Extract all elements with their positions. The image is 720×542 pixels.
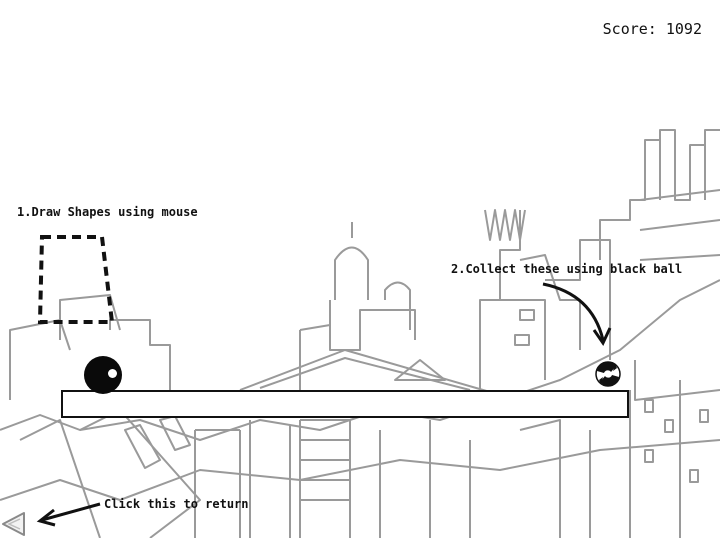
left-triangle-arrow-icon — [2, 512, 25, 536]
back-button[interactable] — [0, 510, 28, 538]
ground-platform — [61, 390, 629, 418]
score-display: Score: 1092 — [603, 20, 702, 38]
score-label: Score: — [602, 20, 657, 38]
player-ball — [84, 356, 122, 394]
ball-highlight — [108, 369, 117, 378]
return-instruction: Click this to return — [104, 497, 249, 511]
collect-instruction: 2.Collect these using black ball — [451, 262, 683, 276]
arrow-to-collectible — [542, 282, 605, 341]
draw-instruction: 1.Draw Shapes using mouse — [17, 205, 198, 219]
spinning-disc-icon — [595, 361, 621, 387]
arrow-to-back-button — [41, 502, 101, 522]
dashed-drawn-shape — [37, 235, 115, 324]
score-value: 1092 — [665, 20, 702, 38]
